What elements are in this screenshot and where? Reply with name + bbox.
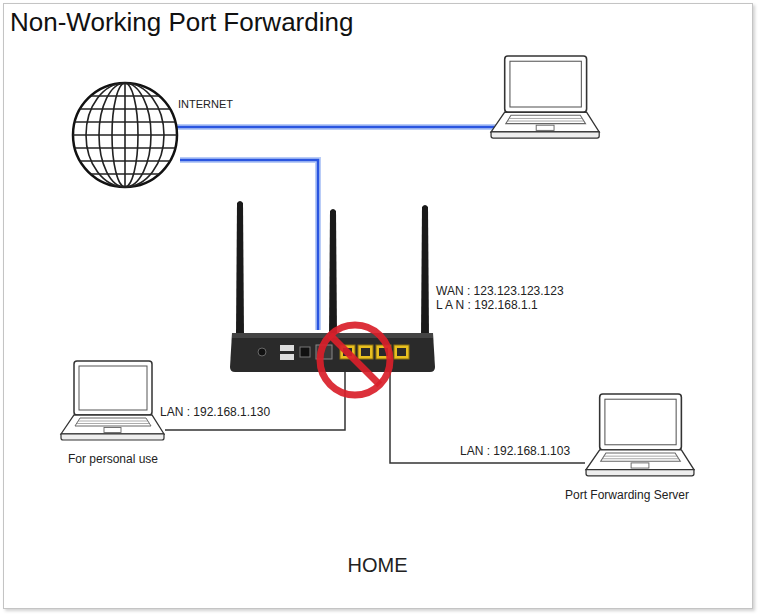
router-illustration [230,195,435,372]
label-slot: WAN : 123.123.123.123 [436,281,564,299]
label-slot: Port Forwarding Server [565,485,689,503]
drawing-part [631,463,649,468]
label-slot: LAN : 192.168.1.130 [160,402,270,420]
lan-cable [390,372,585,463]
drawing-part [74,361,152,415]
drawing-part [491,132,599,138]
drawing-part [394,345,409,359]
node-label: L A N : 192.168.1.1 [436,298,538,312]
node-label: LAN : 192.168.1.103 [460,444,570,458]
node-label: For personal use [68,452,158,466]
drawing-part [390,372,585,463]
drawing-part [536,125,554,130]
drawing-part [586,450,694,470]
drawing-part [73,83,177,187]
drawing-part [280,345,294,351]
drawing-part [177,124,497,130]
drawing-part [491,56,599,138]
drawing-part [605,399,676,445]
drawing-part [510,61,581,107]
drawing-part [358,345,373,359]
drawing-part [329,209,337,335]
lan-cable [165,372,345,430]
drawing-part [80,160,170,162]
drawing-part [77,421,150,424]
drawing-part [91,173,160,175]
label-slot: For personal use [68,449,158,467]
drawing-part [505,56,587,112]
drawing-part [80,108,170,110]
drawing-part [506,115,586,123]
node-label: WAN : 123.123.123.123 [436,284,564,298]
region-label: HOME [348,554,408,576]
drawing-part [91,95,160,97]
internet-globe: INTERNET [70,80,180,190]
drawing-part [61,415,164,434]
node-label: Port Forwarding Server [565,488,689,502]
drawing-part [75,121,176,123]
title-slot: Non-Working Port Forwarding [10,7,353,38]
drawing-part [586,470,694,476]
laptop-icon [585,393,695,481]
globe-icon [70,80,180,190]
label-slot: HOME [20,554,735,577]
drawing-part [300,347,310,357]
drawing-part [165,372,345,430]
drawing-part [280,354,294,360]
drawing-part [79,366,147,410]
drawing-part [236,201,244,335]
drawing-part [75,418,151,426]
label-slot: INTERNET [178,94,233,112]
drawing-part [73,134,177,136]
drawing-part [397,348,406,356]
label-slot: LAN : 192.168.1.103 [460,441,570,459]
drawing-part [61,434,164,440]
node-label: LAN : 192.168.1.130 [160,405,270,419]
drawing-part [75,147,176,149]
drawing-part [491,112,599,132]
drawing-part [361,348,370,356]
drawing-part [22,250,732,610]
drawing-part [104,428,121,433]
drawing-part [177,126,497,129]
router: WAN : 123.123.123.123L A N : 192.168.1.1 [230,330,435,372]
drawing-part [600,394,682,450]
drawing-part [601,453,681,461]
drawing-part [330,335,379,384]
drawing-part [421,205,429,335]
personal-laptop: LAN : 192.168.1.130For personal use [60,360,165,445]
label-slot: L A N : 192.168.1.1 [436,295,538,313]
internet-link [180,160,318,330]
drawing-part [180,160,318,330]
home-region: HOMELAN : 192.168.1.130For personal useL… [20,245,735,610]
drawing-part [320,325,390,395]
diagram-title: Non-Working Port Forwarding [10,7,353,37]
server-laptop: LAN : 192.168.1.103Port Forwarding Serve… [585,393,695,481]
drawing-part [258,348,266,356]
drawing-part [180,160,318,330]
drawing-part [603,456,679,459]
node-label: INTERNET [178,98,233,110]
laptop-icon [60,360,165,445]
drawing-part [508,118,584,121]
